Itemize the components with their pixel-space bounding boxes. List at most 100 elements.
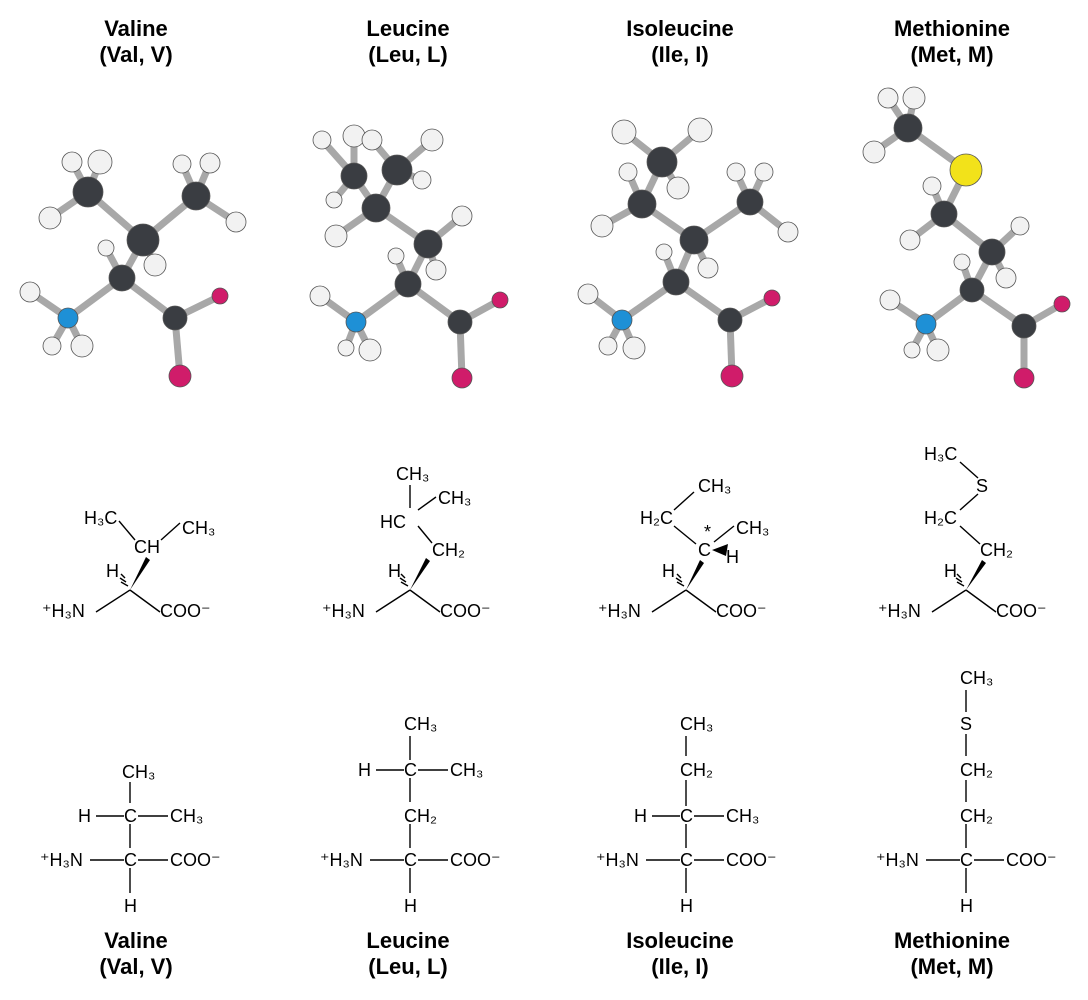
amino-acid-name: Valine bbox=[104, 928, 168, 953]
fischer-c: C bbox=[680, 806, 693, 826]
amino-acid-abbrev: (Ile, I) bbox=[651, 42, 709, 67]
skeletal-branch-right: CH₃ bbox=[182, 518, 215, 538]
skeletal-carboxyl: COO⁻ bbox=[996, 601, 1047, 621]
fischer-h-left: H bbox=[78, 806, 91, 826]
skeletal-h: H bbox=[662, 561, 675, 581]
skeletal-ch2: CH₂ bbox=[980, 540, 1013, 560]
ball-and-stick-model bbox=[19, 149, 247, 388]
skeletal-carboxyl: COO⁻ bbox=[440, 601, 491, 621]
column-isoleucine: Isoleucine (Ile, I) bbox=[544, 0, 816, 1000]
skeletal-formula: H₃C S H₂C CH₂ H ⁺H₃N COO⁻ bbox=[878, 444, 1047, 621]
amino-acid-name: Leucine bbox=[366, 16, 450, 41]
skeletal-formula: CH₃ H₂C * CH₃ C H H ⁺H₃N COO⁻ bbox=[598, 476, 769, 621]
fischer-bottom-h: H bbox=[404, 896, 417, 916]
amino-acid-abbrev: (Val, V) bbox=[99, 42, 173, 67]
title-top-isoleucine: Isoleucine (Ile, I) bbox=[544, 16, 816, 68]
skeletal-hc: HC bbox=[380, 512, 406, 532]
title-bottom-leucine: Leucine (Leu, L) bbox=[272, 928, 544, 980]
fischer-carboxyl: COO⁻ bbox=[170, 850, 221, 870]
fischer-c: C bbox=[124, 806, 137, 826]
fischer-projection: CH₃ H C CH₃ CH₂ ⁺H₃N C COO⁻ H bbox=[320, 714, 501, 916]
skeletal-center: C bbox=[698, 540, 711, 560]
skeletal-star: * bbox=[704, 522, 711, 542]
fischer-top: CH₃ bbox=[404, 714, 437, 734]
fischer-amine: ⁺H₃N bbox=[596, 850, 639, 870]
amino-acid-abbrev: (Met, M) bbox=[910, 954, 994, 979]
fischer-projection: CH₃ S CH₂ CH₂ ⁺H₃N C COO⁻ H bbox=[876, 668, 1057, 916]
fischer-right: CH₃ bbox=[450, 760, 483, 780]
methionine-structures: H₃C S H₂C CH₂ H ⁺H₃N COO⁻ CH₃ S CH₂ CH₂ … bbox=[862, 86, 1071, 916]
fischer-h-left: H bbox=[634, 806, 647, 826]
amino-acid-abbrev: (Leu, L) bbox=[368, 42, 448, 67]
column-leucine: Leucine (Leu, L) bbox=[272, 0, 544, 1000]
title-top-valine: Valine (Val, V) bbox=[0, 16, 272, 68]
fischer-bottom-h: H bbox=[124, 896, 137, 916]
amino-acid-name: Isoleucine bbox=[626, 16, 734, 41]
skeletal-top: CH₃ bbox=[698, 476, 731, 496]
skeletal-h: H bbox=[388, 561, 401, 581]
fischer-bottom-h: H bbox=[960, 896, 973, 916]
fischer-ch2: CH₂ bbox=[680, 760, 713, 780]
title-top-methionine: Methionine (Met, M) bbox=[816, 16, 1088, 68]
skeletal-s: S bbox=[976, 476, 988, 496]
fischer-right: CH₃ bbox=[170, 806, 203, 826]
amino-acid-abbrev: (Met, M) bbox=[910, 42, 994, 67]
amino-acid-abbrev: (Ile, I) bbox=[651, 954, 709, 979]
fischer-carboxyl: COO⁻ bbox=[1006, 850, 1057, 870]
fischer-amine: ⁺H₃N bbox=[40, 850, 83, 870]
amino-acid-name: Methionine bbox=[893, 16, 1011, 41]
fischer-ch2-upper: CH₂ bbox=[960, 760, 993, 780]
fischer-carboxyl: COO⁻ bbox=[726, 850, 777, 870]
skeletal-ch2: CH₂ bbox=[432, 540, 465, 560]
skeletal-h: H bbox=[944, 561, 957, 581]
title-bottom-methionine: Methionine (Met, M) bbox=[816, 928, 1088, 980]
valine-structures: H₃C CH₃ CH H ⁺H₃N COO⁻ CH₃ H C CH₃ ⁺H₃N … bbox=[19, 149, 247, 916]
fischer-ch2: CH₂ bbox=[404, 806, 437, 826]
column-valine: Valine (Val, V) bbox=[0, 0, 272, 1000]
skeletal-h3c: H₃C bbox=[924, 444, 957, 464]
skeletal-carboxyl: COO⁻ bbox=[716, 601, 767, 621]
fischer-bottom-h: H bbox=[680, 896, 693, 916]
fischer-alpha-c: C bbox=[404, 850, 417, 870]
skeletal-h-right: H bbox=[726, 547, 739, 567]
leucine-structures: CH₃ CH₃ HC CH₂ H ⁺H₃N COO⁻ CH₃ H C CH₃ bbox=[309, 124, 509, 916]
amino-acid-abbrev: (Val, V) bbox=[99, 954, 173, 979]
skeletal-amine: ⁺H₃N bbox=[42, 601, 85, 621]
fischer-projection: CH₃ CH₂ H C CH₃ ⁺H₃N C COO⁻ H bbox=[596, 714, 777, 916]
skeletal-formula: CH₃ CH₃ HC CH₂ H ⁺H₃N COO⁻ bbox=[322, 464, 491, 621]
fischer-right: CH₃ bbox=[726, 806, 759, 826]
ball-and-stick-model bbox=[309, 124, 509, 389]
fischer-ch2-lower: CH₂ bbox=[960, 806, 993, 826]
fischer-top: CH₃ bbox=[122, 762, 155, 782]
ball-and-stick-model bbox=[577, 117, 799, 388]
skeletal-amine: ⁺H₃N bbox=[598, 601, 641, 621]
skeletal-formula: H₃C CH₃ CH H ⁺H₃N COO⁻ bbox=[42, 508, 215, 621]
skeletal-h: H bbox=[106, 561, 119, 581]
isoleucine-structures: CH₃ H₂C * CH₃ C H H ⁺H₃N COO⁻ CH₃ CH₂ bbox=[577, 117, 799, 916]
fischer-alpha-c: C bbox=[960, 850, 973, 870]
skeletal-amine: ⁺H₃N bbox=[878, 601, 921, 621]
skeletal-amine: ⁺H₃N bbox=[322, 601, 365, 621]
amino-acid-name: Methionine bbox=[893, 928, 1011, 953]
title-top-leucine: Leucine (Leu, L) bbox=[272, 16, 544, 68]
fischer-top: CH₃ bbox=[680, 714, 713, 734]
skeletal-h2c: H₂C bbox=[924, 508, 957, 528]
fischer-s: S bbox=[960, 714, 972, 734]
skeletal-branch: CH₃ bbox=[736, 518, 769, 538]
skeletal-top: CH₃ bbox=[396, 464, 429, 484]
ball-and-stick-model bbox=[862, 86, 1071, 389]
fischer-alpha-c: C bbox=[124, 850, 137, 870]
skeletal-branch: CH₃ bbox=[438, 488, 471, 508]
skeletal-center: CH bbox=[134, 537, 160, 557]
fischer-amine: ⁺H₃N bbox=[876, 850, 919, 870]
amino-acid-name: Valine bbox=[104, 16, 168, 41]
fischer-projection: CH₃ H C CH₃ ⁺H₃N C COO⁻ H bbox=[40, 762, 221, 916]
fischer-h-left: H bbox=[358, 760, 371, 780]
column-methionine: Methionine (Met, M) bbox=[816, 0, 1088, 1000]
amino-acid-abbrev: (Leu, L) bbox=[368, 954, 448, 979]
fischer-top: CH₃ bbox=[960, 668, 993, 688]
fischer-carboxyl: COO⁻ bbox=[450, 850, 501, 870]
skeletal-branch-left: H₃C bbox=[84, 508, 117, 528]
fischer-c: C bbox=[404, 760, 417, 780]
skeletal-h2c: H₂C bbox=[640, 508, 673, 528]
